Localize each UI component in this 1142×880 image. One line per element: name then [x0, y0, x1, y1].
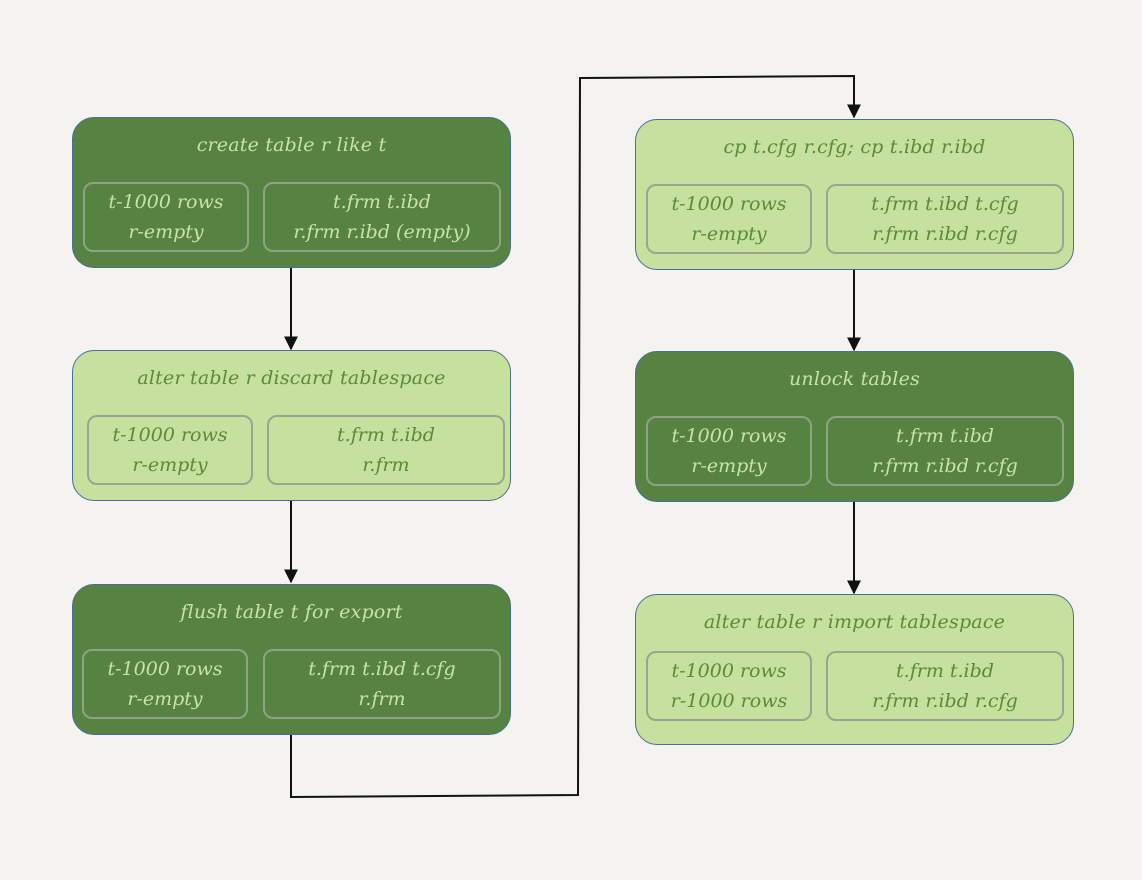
files-r: r.frm r.ibd (empty) [293, 221, 471, 243]
row-count-t: t-1000 rows [108, 191, 224, 213]
files-box: t.frm t.ibd t.cfg r.frm [263, 649, 501, 719]
row-count-t: t-1000 rows [671, 660, 787, 682]
row-count-r: r-empty [127, 688, 203, 710]
files-t: t.frm t.ibd [337, 424, 435, 446]
step-discard-tablespace: alter table r discard tablespace t-1000 … [72, 350, 511, 501]
files-t: t.frm t.ibd t.cfg [308, 658, 456, 680]
row-count-r: r-empty [691, 455, 767, 477]
row-count-t: t-1000 rows [671, 425, 787, 447]
step-flush-for-export: flush table t for export t-1000 rows r-e… [72, 584, 511, 735]
files-box: t.frm t.ibd r.frm r.ibd r.cfg [826, 651, 1064, 721]
row-count-t: t-1000 rows [112, 424, 228, 446]
files-t: t.frm t.ibd [896, 660, 994, 682]
row-count-box: t-1000 rows r-empty [646, 416, 812, 486]
row-count-box: t-1000 rows r-empty [82, 649, 248, 719]
row-count-t: t-1000 rows [671, 193, 787, 215]
files-r: r.frm r.ibd r.cfg [872, 223, 1018, 245]
step-create-table: create table r like t t-1000 rows r-empt… [72, 117, 511, 268]
files-box: t.frm t.ibd r.frm r.ibd r.cfg [826, 416, 1064, 486]
step-title: unlock tables [789, 368, 920, 390]
files-box: t.frm t.ibd r.frm r.ibd (empty) [263, 182, 501, 252]
step-title: flush table t for export [180, 601, 403, 623]
files-t: t.frm t.ibd [896, 425, 994, 447]
files-r: r.frm r.ibd r.cfg [872, 455, 1018, 477]
step-title: create table r like t [196, 134, 387, 156]
row-count-box: t-1000 rows r-1000 rows [646, 651, 812, 721]
files-t: t.frm t.ibd t.cfg [871, 193, 1019, 215]
step-title: alter table r discard tablespace [137, 367, 446, 389]
step-unlock-tables: unlock tables t-1000 rows r-empty t.frm … [635, 351, 1074, 502]
step-copy-files: cp t.cfg r.cfg; cp t.ibd r.ibd t-1000 ro… [635, 119, 1074, 270]
row-count-r: r-empty [691, 223, 767, 245]
step-import-tablespace: alter table r import tablespace t-1000 r… [635, 594, 1074, 745]
files-r: r.frm [358, 688, 406, 710]
step-title: cp t.cfg r.cfg; cp t.ibd r.ibd [723, 136, 986, 158]
arrow-step3-to-step4 [290, 74, 861, 799]
row-count-box: t-1000 rows r-empty [646, 184, 812, 254]
files-r: r.frm [362, 454, 410, 476]
files-t: t.frm t.ibd [333, 191, 431, 213]
row-count-box: t-1000 rows r-empty [87, 415, 253, 485]
step-title: alter table r import tablespace [703, 611, 1006, 633]
files-box: t.frm t.ibd t.cfg r.frm r.ibd r.cfg [826, 184, 1064, 254]
files-box: t.frm t.ibd r.frm [267, 415, 505, 485]
row-count-r: r-empty [128, 221, 204, 243]
row-count-r: r-1000 rows [670, 690, 788, 712]
row-count-t: t-1000 rows [107, 658, 223, 680]
files-r: r.frm r.ibd r.cfg [872, 690, 1018, 712]
row-count-box: t-1000 rows r-empty [83, 182, 249, 252]
row-count-r: r-empty [132, 454, 208, 476]
